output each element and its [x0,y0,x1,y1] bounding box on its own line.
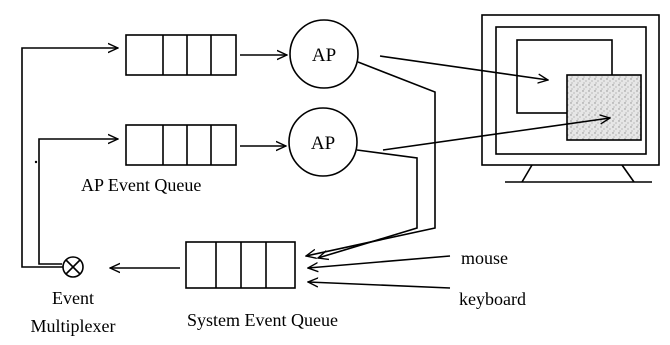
ap-process-bottom-label: AP [311,133,335,154]
multiplexer-cross-icon [62,256,84,278]
ap-event-queue-top [125,34,237,76]
system-event-queue-label: System Event Queue [187,310,338,330]
arrow-ap-top-to-window [379,55,548,80]
ap-event-queue-bottom [125,124,237,166]
arrow-ap-bottom-to-window [382,118,610,151]
keyboard-label: keyboard [459,289,526,309]
mouse-label: mouse [461,248,508,268]
arrow-multiplexer-to-queue-bottom [38,139,118,265]
arrow-keyboard-input [308,282,451,289]
arrow-mouse-input [308,255,451,268]
ap-process-top-label: AP [312,45,336,66]
system-event-queue [185,241,296,289]
event-multiplexer-label-line2: Multiplexer [31,316,116,336]
monitor-icon [481,14,660,183]
arrow-ap-bottom-to-system-queue [318,149,418,258]
arrow-multiplexer-to-queue-top [21,48,118,268]
event-multiplexer-label-line1: Event [52,288,94,308]
ap-event-queue-label: AP Event Queue [81,175,201,195]
ap-process-bottom: AP [288,107,358,177]
ap-process-top: AP [289,19,359,89]
stray-dot [34,160,38,164]
